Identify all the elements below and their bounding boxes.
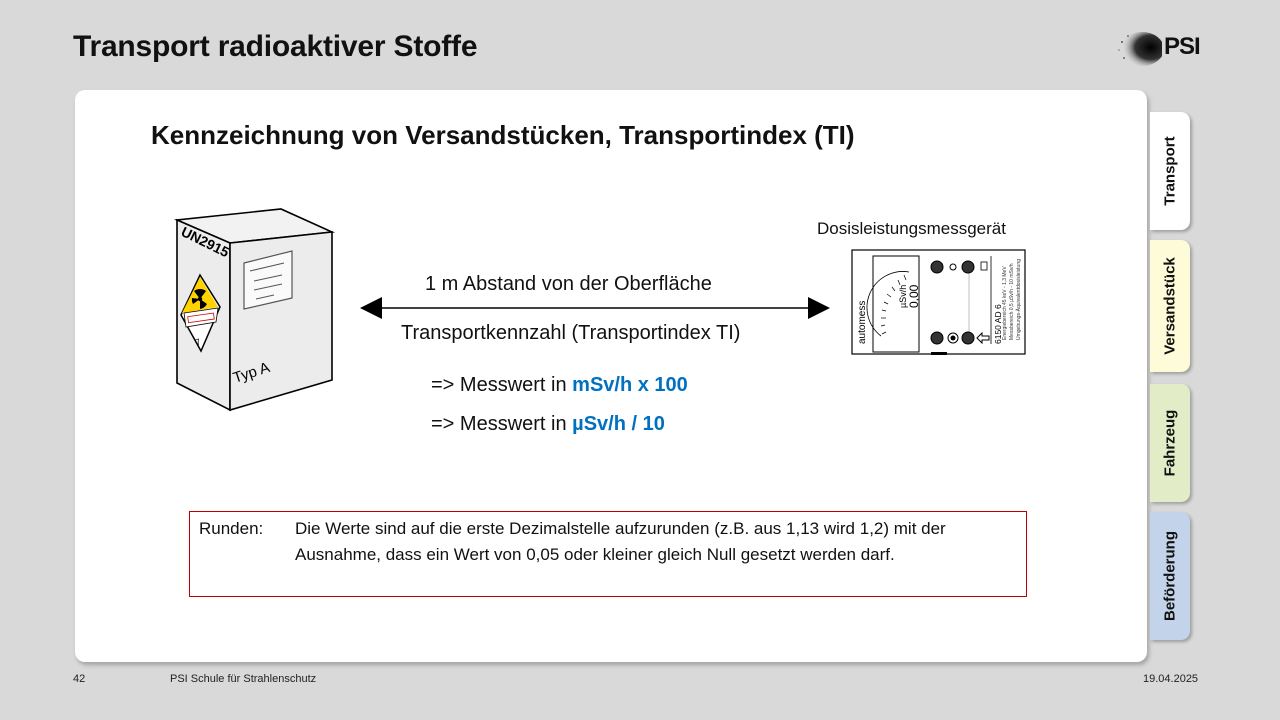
double-arrow	[360, 297, 830, 319]
measurement-line-usv: => Messwert in µSv/h / 10	[431, 413, 665, 436]
measurement-unit: µSv/h / 10	[572, 413, 665, 435]
measurement-prefix: => Messwert in	[431, 413, 573, 435]
note-key: Runden:	[199, 519, 264, 538]
device-model: 6150 AD 6	[993, 304, 1003, 344]
dose-rate-meter: Energiebereich 45 keV - 1,3 MeV Messbere…	[851, 249, 1026, 355]
radiation-warning-label: 7	[180, 273, 221, 353]
tab-label: Versandstück	[1161, 257, 1179, 355]
device-display-value: 0,00	[907, 284, 921, 308]
measurement-line-msv: => Messwert in mSv/h x 100	[431, 374, 688, 397]
device-display-unit: µSv/h	[898, 285, 908, 308]
svg-text:Energiebereich 45 keV - 1,3 Me: Energiebereich 45 keV - 1,3 MeV	[1002, 266, 1008, 340]
distance-label: 1 m Abstand von der Oberfläche	[425, 273, 712, 295]
tab-befoerderung[interactable]: Beförderung	[1150, 512, 1190, 640]
svg-text:Messbereich 0,5 µSv/h - 10 mSv: Messbereich 0,5 µSv/h - 10 mSv/h	[1009, 263, 1015, 340]
psi-logo: PSI	[1112, 30, 1212, 70]
card-title: Kennzeichnung von Versandstücken, Transp…	[151, 120, 855, 150]
measurement-prefix: => Messwert in	[431, 374, 573, 396]
device-brand: automess	[857, 301, 868, 344]
footer-date: 19.04.2025	[1143, 673, 1199, 685]
svg-text:Umgebungs-Äquivalentdosisleist: Umgebungs-Äquivalentdosisleistung	[1015, 259, 1022, 340]
slide-title: Transport radioaktiver Stoffe	[73, 30, 478, 63]
tab-transport[interactable]: Transport	[1150, 112, 1190, 230]
tab-label: Transport	[1161, 136, 1179, 206]
psi-logo-icon	[1118, 32, 1164, 66]
package-illustration: 7 UN2915 Typ A	[173, 208, 336, 412]
svg-text:7: 7	[194, 337, 202, 348]
tab-label: Beförderung	[1161, 531, 1179, 621]
logo-text: PSI	[1164, 33, 1201, 60]
measurement-unit: mSv/h x 100	[572, 374, 688, 396]
footer-organization: PSI Schule für Strahlenschutz	[170, 673, 317, 685]
content-card: Kennzeichnung von Versandstücken, Transp…	[75, 90, 1147, 662]
rounding-note: Runden: Die Werte sind auf die erste Dez…	[189, 511, 1027, 597]
tab-fahrzeug[interactable]: Fahrzeug	[1150, 384, 1190, 502]
tab-versandstueck[interactable]: Versandstück	[1150, 240, 1190, 372]
transport-index-label: Transportkennzahl (Transportindex TI)	[401, 322, 741, 344]
note-text: Die Werte sind auf die erste Dezimalstel…	[295, 519, 946, 564]
tab-label: Fahrzeug	[1161, 409, 1179, 477]
page-number: 42	[73, 673, 86, 685]
device-label: Dosisleistungsmessgerät	[817, 219, 1006, 238]
